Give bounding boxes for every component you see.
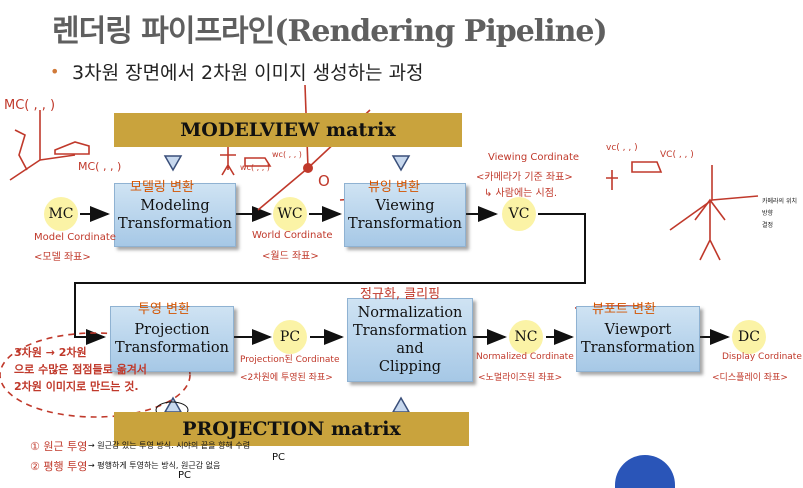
annotation-mc-mid: MC( , , ) bbox=[78, 160, 122, 173]
page-title: 렌더링 파이프라인(Rendering Pipeline) bbox=[52, 14, 608, 49]
node-vc: VC bbox=[502, 197, 536, 231]
annotation-world-coord: World Cordinate bbox=[252, 230, 333, 241]
viewing-transformation-box: Viewing Transformation bbox=[344, 183, 466, 247]
annotation-norm-coord: Normalized Cordinate bbox=[476, 352, 574, 362]
annotation-pc-mark-2: PC bbox=[178, 470, 192, 481]
projection-transformation-box: Projection Transformation bbox=[110, 306, 234, 372]
normalization-clipping-box: Normalization Transformation and Clippin… bbox=[347, 298, 473, 382]
viewport-transformation-box: Viewport Transformation bbox=[576, 306, 700, 372]
annotation-parallel: ② 평행 투영 bbox=[30, 460, 88, 473]
annotation-pc-mark-1: PC bbox=[272, 452, 286, 463]
annotation-disp-coord-ko: <디스플레이 좌표> bbox=[712, 373, 788, 383]
annotation-origin: O bbox=[318, 172, 330, 190]
annotation-viewing-coord-note: ↳ 사람에는 시점. bbox=[484, 188, 558, 199]
projection-matrix-bar: PROJECTION matrix bbox=[114, 412, 469, 446]
node-dc: DC bbox=[732, 320, 766, 354]
annotation-model-coord: Model Cordinate bbox=[34, 232, 116, 243]
annotation-parallel-desc: → 평행하게 투영하는 방식, 원근감 없음 bbox=[88, 461, 221, 470]
annotation-proj-coord-ko: <2차원에 투영된 좌표> bbox=[240, 373, 333, 383]
annotation-viewing-ko: 뷰잉 변환 bbox=[368, 180, 420, 195]
modeling-transformation-box: Modeling Transformation bbox=[114, 183, 236, 247]
annotation-viewing-coord-ko: <카메라가 기준 좌표> bbox=[476, 172, 573, 183]
annotation-vc-small-1: vc( , , ) bbox=[606, 143, 638, 153]
annotation-camera-note-1: 카메라의 위치 bbox=[762, 198, 798, 205]
node-wc: WC bbox=[273, 197, 307, 231]
annotation-modeling-ko: 모델링 변환 bbox=[130, 180, 194, 195]
bullet-marker: • bbox=[50, 62, 60, 81]
annotation-proj-coord: Projection된 Cordinate bbox=[240, 355, 340, 365]
annotation-camera-note-3: 결정 bbox=[762, 222, 774, 229]
node-nc: NC bbox=[509, 320, 543, 354]
annotation-model-coord-ko: <모델 좌표> bbox=[34, 252, 91, 263]
annotation-world-coord-ko: <월드 좌표> bbox=[262, 251, 319, 262]
annotation-side-note: 3차원 → 2차원 으로 수많은 점점들로 옮겨서 2차원 이미지로 만드는 것… bbox=[14, 346, 147, 394]
annotation-wc-small-2: wc( , , ) bbox=[240, 163, 270, 172]
annotation-viewing-coord: Viewing Cordinate bbox=[488, 152, 580, 163]
annotation-vc-small-2: VC( , , ) bbox=[660, 150, 694, 160]
annotation-norm-coord-ko: <노멀라이즈된 좌표> bbox=[478, 373, 563, 383]
annotation-camera-note-2: 방향 bbox=[762, 210, 774, 217]
annotation-projection-ko: 투영 변환 bbox=[138, 302, 190, 317]
annotation-perspective-desc: → 원근감 있는 투영 방식. 시야의 끝을 향해 수렴 bbox=[88, 441, 251, 450]
annotation-viewport-ko: 뷰포트 변환 bbox=[592, 302, 656, 317]
node-mc: MC bbox=[44, 197, 78, 231]
subtitle-bullet: 3차원 장면에서 2차원 이미지 생성하는 과정 bbox=[72, 62, 424, 84]
annotation-normalization-ko: 정규화, 클리핑 bbox=[360, 287, 441, 302]
annotation-perspective: ① 원근 투영 bbox=[30, 440, 88, 453]
node-pc: PC bbox=[273, 320, 307, 354]
annotation-wc-small-1: wc( , , ) bbox=[272, 150, 302, 159]
annotation-mc-top: MC( , , ) bbox=[4, 98, 56, 113]
modelview-matrix-bar: MODELVIEW matrix bbox=[114, 113, 462, 147]
annotation-disp-coord: Display Cordinate bbox=[722, 352, 802, 362]
